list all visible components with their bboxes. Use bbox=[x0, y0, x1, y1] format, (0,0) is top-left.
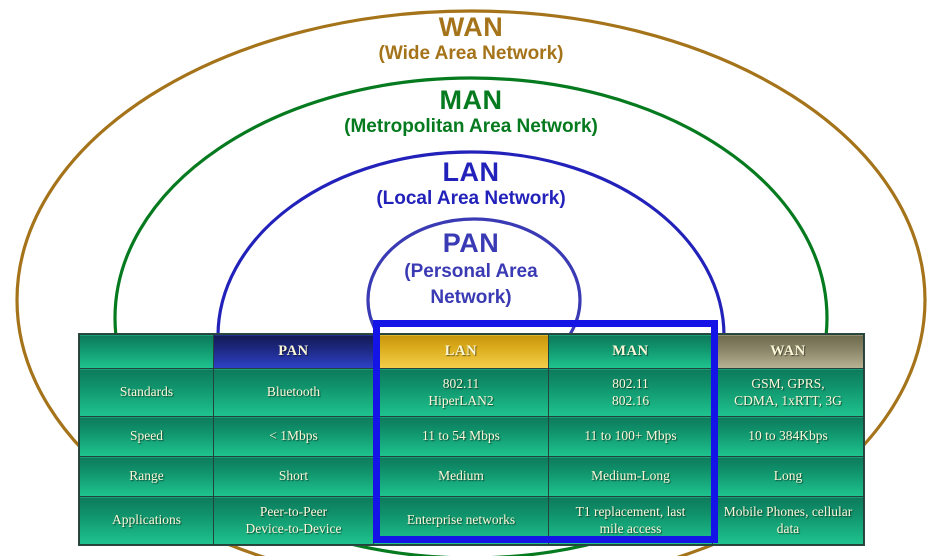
cell-standards-pan: Bluetooth bbox=[213, 368, 374, 417]
pan-full-name: (Personal Area Network) bbox=[404, 261, 538, 308]
header-cell-man: MAN bbox=[548, 334, 713, 369]
cell-applications-lan: Enterprise networks bbox=[373, 496, 549, 545]
table-row: Speed < 1Mbps 11 to 54 Mbps 11 to 100+ M… bbox=[79, 416, 864, 457]
cell-range-lan: Medium bbox=[373, 456, 549, 497]
man-ring-label: MAN (Metropolitan Area Network) bbox=[344, 85, 598, 138]
wan-full-name: (Wide Area Network) bbox=[378, 43, 564, 65]
pan-ring-label: PAN (Personal Area Network) bbox=[366, 228, 576, 311]
lan-acronym: LAN bbox=[442, 157, 500, 187]
wan-ring-label: WAN (Wide Area Network) bbox=[379, 12, 564, 65]
header-cell-pan: PAN bbox=[213, 334, 374, 369]
cell-speed-man: 11 to 100+ Mbps bbox=[548, 416, 713, 457]
man-acronym: MAN bbox=[439, 85, 503, 115]
cell-speed-wan: 10 to 384Kbps bbox=[712, 416, 864, 457]
table-row: Range Short Medium Medium-Long Long bbox=[79, 456, 864, 497]
cell-standards-wan: GSM, GPRS,CDMA, 1xRTT, 3G bbox=[712, 368, 864, 417]
header-cell-blank bbox=[79, 334, 214, 369]
row-label-speed: Speed bbox=[79, 416, 214, 457]
header-cell-wan: WAN bbox=[712, 334, 864, 369]
cell-speed-lan: 11 to 54 Mbps bbox=[373, 416, 549, 457]
header-cell-lan: LAN bbox=[373, 334, 549, 369]
lan-ring-label: LAN (Local Area Network) bbox=[376, 157, 565, 210]
wan-ellipse bbox=[15, 9, 927, 556]
network-comparison-table: PAN LAN MAN WAN Standards Bluetooth 802.… bbox=[79, 334, 864, 545]
cell-range-wan: Long bbox=[712, 456, 864, 497]
row-label-standards: Standards bbox=[79, 368, 214, 417]
row-label-range: Range bbox=[79, 456, 214, 497]
cell-range-man: Medium-Long bbox=[548, 456, 713, 497]
wan-acronym: WAN bbox=[438, 12, 504, 42]
lan-full-name: (Local Area Network) bbox=[376, 188, 566, 210]
man-full-name: (Metropolitan Area Network) bbox=[344, 116, 598, 138]
row-label-applications: Applications bbox=[79, 496, 214, 545]
man-ellipse bbox=[113, 76, 829, 556]
cell-range-pan: Short bbox=[213, 456, 374, 497]
pan-acronym: PAN bbox=[442, 228, 500, 258]
cell-speed-pan: < 1Mbps bbox=[213, 416, 374, 457]
table-header-row: PAN LAN MAN WAN bbox=[79, 334, 864, 369]
